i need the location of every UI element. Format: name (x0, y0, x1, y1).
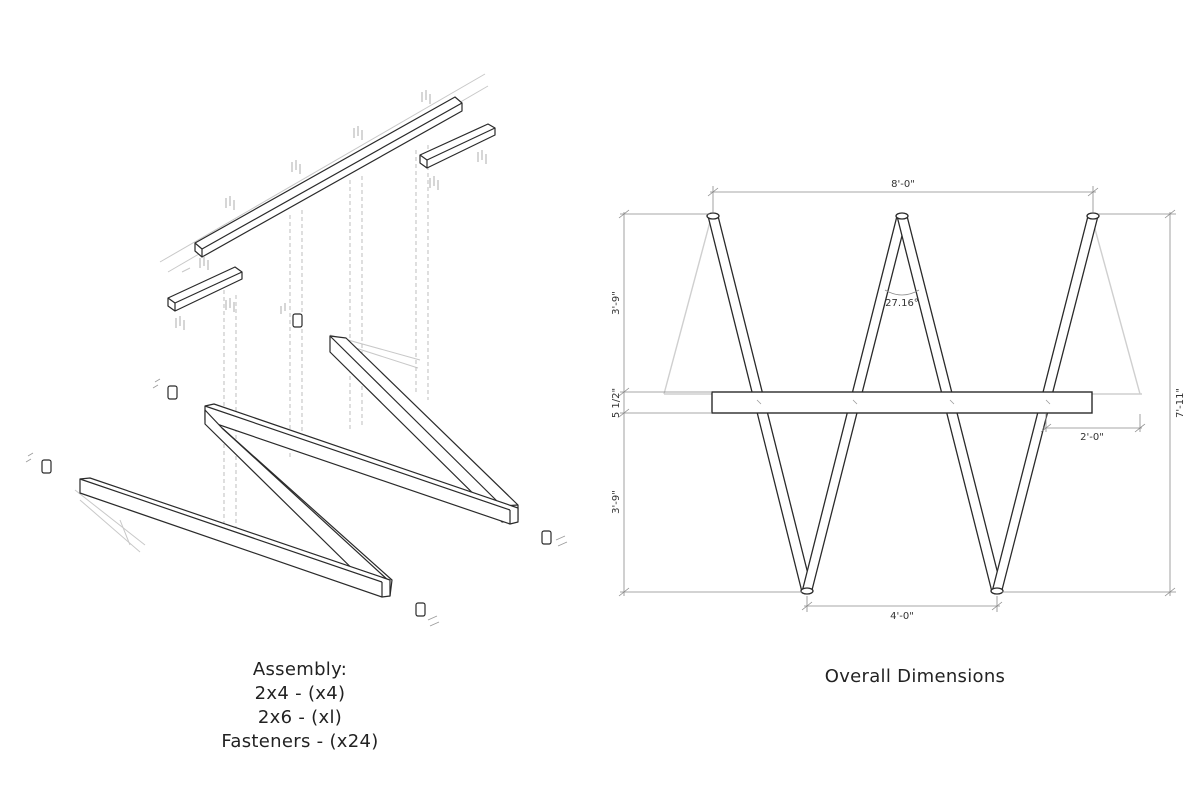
dimension-labels: 8'-0" 4'-0" 27.16° 2'-0" 3'-9" 5 1/2" 3'… (611, 179, 1186, 622)
beam-2x6 (194, 96, 463, 258)
dim-lower-height: 3'-9" (611, 490, 622, 514)
fastener-4 (541, 530, 552, 545)
dim-total-height: 7'-11" (1175, 388, 1186, 418)
screw-marks (25, 90, 568, 627)
horizontal-beam (711, 391, 1093, 414)
dimension-lines (618, 186, 1176, 612)
elevation-view: 8'-0" 4'-0" 27.16° 2'-0" 3'-9" 5 1/2" 3'… (611, 179, 1186, 622)
assembly-item: Fasteners - (x24) (221, 731, 379, 752)
alignment-guides (223, 145, 429, 532)
exploded-assembly-view (25, 73, 568, 627)
fastener-1 (292, 313, 303, 328)
ghost-members (663, 217, 1142, 395)
dim-bottom-span: 4'-0" (890, 611, 914, 622)
assembly-heading: Assembly: (252, 659, 348, 680)
spacer-block-right (419, 123, 496, 169)
assembly-item: 2x4 - (x4) (254, 683, 346, 704)
fastener-2 (167, 385, 178, 400)
diagonal-member-bottom (79, 477, 391, 598)
dim-angle: 27.16° (885, 298, 919, 309)
dim-beam-depth: 5 1/2" (611, 388, 622, 418)
dim-top-span: 8'-0" (891, 179, 915, 190)
dim-overhang: 2'-0" (1080, 432, 1104, 443)
spacer-block-left (167, 266, 243, 312)
dim-upper-height: 3'-9" (611, 291, 622, 315)
assembly-caption: Assembly: 2x4 - (x4) 2x6 - (xl) Fastener… (160, 658, 440, 754)
fastener-5 (415, 602, 426, 617)
overall-dimensions-caption: Overall Dimensions (824, 666, 1006, 687)
fastener-3 (41, 459, 52, 474)
fastener-blocks (41, 313, 552, 617)
assembly-item: 2x6 - (xl) (257, 707, 343, 728)
